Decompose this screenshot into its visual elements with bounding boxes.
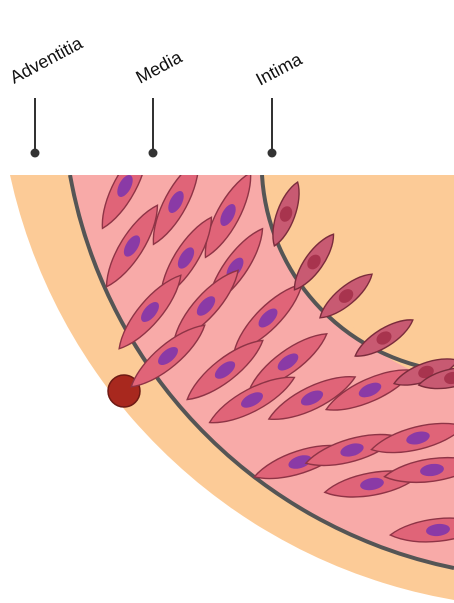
adventitia-pointer-dot	[31, 149, 40, 158]
intima-pointer-dot	[268, 149, 277, 158]
top-background	[0, 0, 454, 175]
media-pointer-dot	[149, 149, 158, 158]
